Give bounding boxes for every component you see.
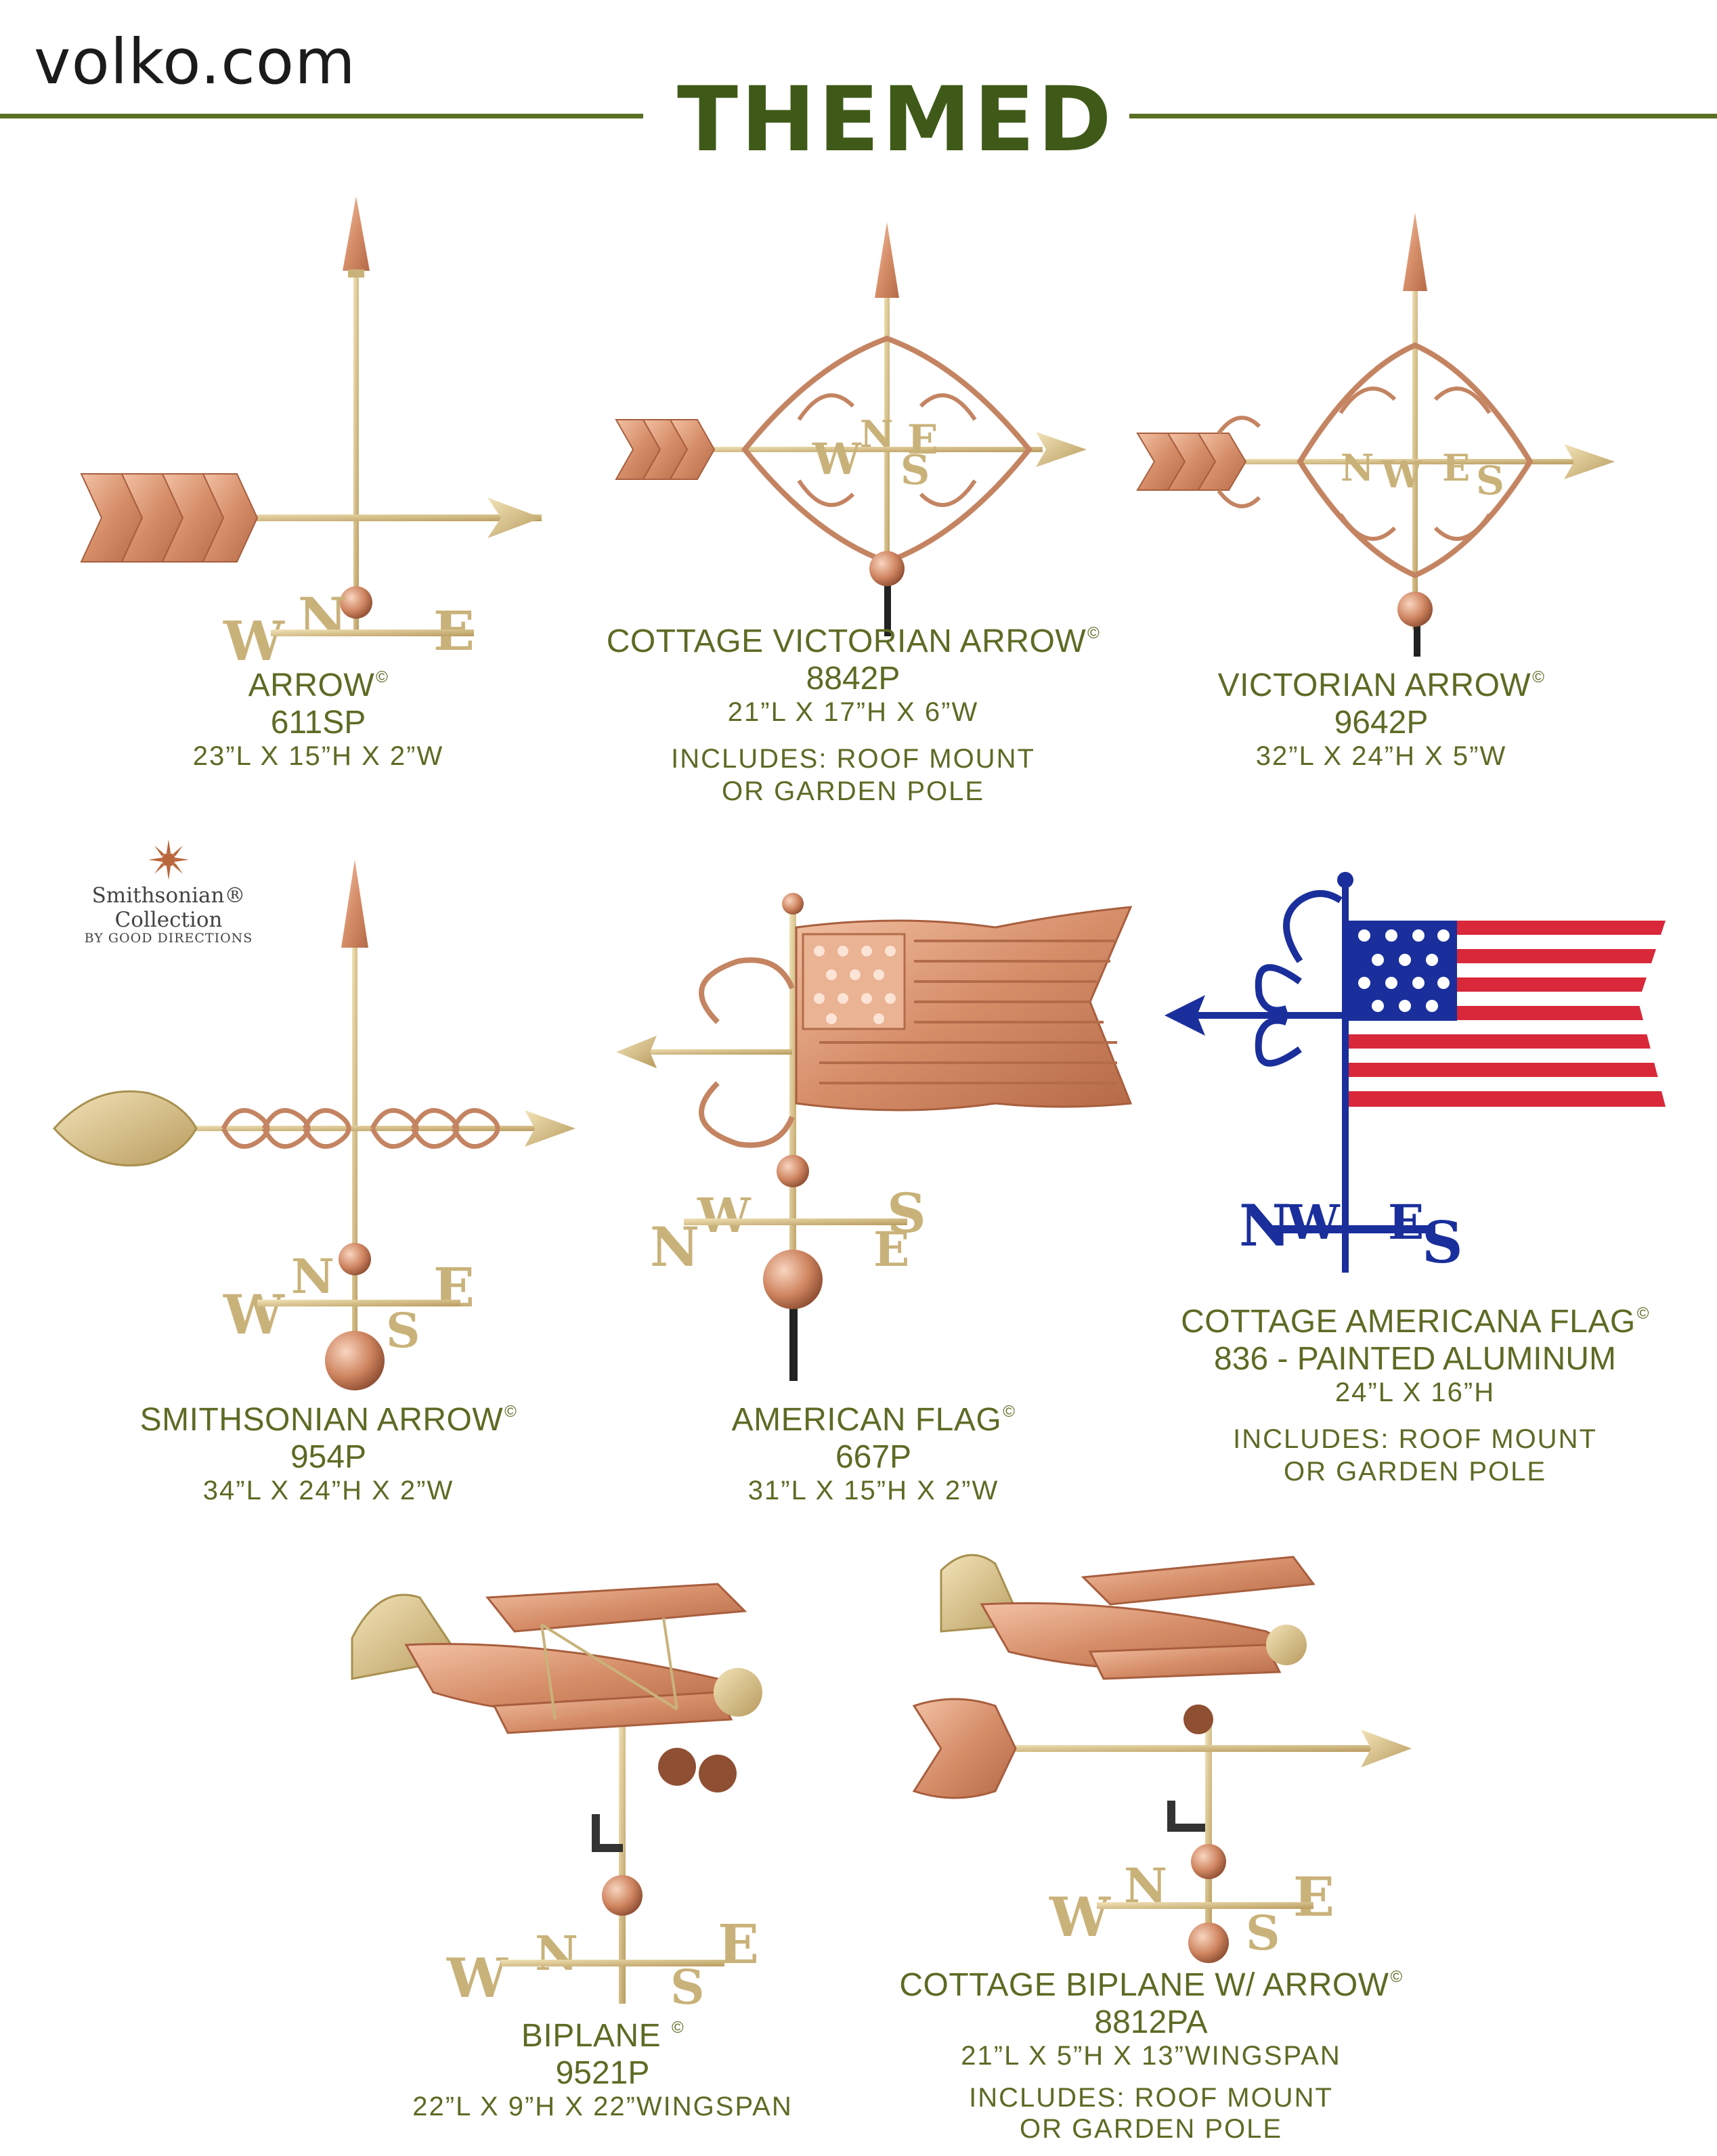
page-title: THEMED xyxy=(677,68,1114,172)
product-code: 836 - PAINTED ALUMINUM xyxy=(1214,1341,1616,1377)
svg-text:E: E xyxy=(1442,446,1470,489)
product-dimensions: 21”L X 5”H X 13”WINGSPAN xyxy=(961,2041,1341,2071)
svg-text:S: S xyxy=(670,1959,705,2015)
svg-text:E: E xyxy=(433,1256,475,1319)
product-name: COTTAGE BIPLANE W/ ARROW© xyxy=(899,1967,1403,2003)
svg-text:S: S xyxy=(386,1302,420,1359)
product-caption-american-flag: AMERICAN FLAG© 667P 31”L X 15”H X 2”W xyxy=(670,1401,1077,1506)
svg-text:N: N xyxy=(291,1248,334,1304)
svg-text:E: E xyxy=(1293,1865,1334,1929)
product-caption-smithsonian-arrow: SMITHSONIAN ARROW© 954P 34”L X 24”H X 2”… xyxy=(108,1401,548,1506)
product-code: 8842P xyxy=(806,661,900,697)
svg-text:N: N xyxy=(1341,446,1374,489)
product-caption-biplane: BIPLANE © 9521P 22”L X 9”H X 22”WINGSPAN xyxy=(366,2017,840,2122)
svg-text:N: N xyxy=(535,1925,578,1981)
svg-text:W: W xyxy=(223,609,285,673)
product-name: BIPLANE © xyxy=(521,2018,684,2054)
svg-text:N: N xyxy=(650,1215,699,1279)
svg-text:N: N xyxy=(298,586,347,649)
svg-text:W: W xyxy=(1049,1885,1111,1949)
header-rule-right xyxy=(1129,114,1717,118)
site-url[interactable]: volko.com xyxy=(34,26,356,98)
smithsonian-arrow-image: W N E S xyxy=(52,860,575,1390)
svg-text:E: E xyxy=(907,416,938,464)
sun-icon xyxy=(148,839,189,880)
svg-text:S: S xyxy=(1246,1905,1280,1961)
svg-text:E: E xyxy=(718,1912,759,1976)
product-caption-cottage-victorian-arrow: COTTAGE VICTORIAN ARROW© 8842P 21”L X 17… xyxy=(582,623,1124,808)
product-dimensions: 34”L X 24”H X 2”W xyxy=(202,1476,454,1505)
smithsonian-collection-logo: Smithsonian® Collection BY GOOD DIRECTIO… xyxy=(57,839,280,946)
svg-text:W: W xyxy=(1286,1194,1341,1250)
header-rule-left xyxy=(0,114,643,118)
svg-text:S: S xyxy=(900,447,930,494)
product-name: ARROW© xyxy=(248,667,389,703)
product-caption-cottage-biplane-arrow: COTTAGE BIPLANE W/ ARROW© 8812PA 21”L X … xyxy=(880,1966,1422,2144)
product-caption-cottage-americana-flag: COTTAGE AMERICANA FLAG© 836 - PAINTED AL… xyxy=(1151,1303,1679,1488)
product-caption-victorian-arrow: VICTORIAN ARROW© 9642P 32”L X 24”H X 5”W xyxy=(1151,667,1611,772)
american-flag-weathervane-image: N W E S xyxy=(616,893,1133,1381)
logo-line1: Smithsonian® Collection xyxy=(91,883,246,932)
svg-text:W: W xyxy=(446,1946,508,2010)
arrow-weathervane-image: W N E xyxy=(80,196,542,673)
svg-text:S: S xyxy=(887,1181,926,1245)
svg-text:W: W xyxy=(697,1187,752,1244)
product-code: 954P xyxy=(290,1439,367,1475)
victorian-arrow-image: N W E S xyxy=(1136,213,1615,657)
product-code: 9521P xyxy=(555,2055,650,2091)
cottage-americana-flag-image: N W E S xyxy=(1165,872,1666,1276)
svg-text:N: N xyxy=(860,412,893,456)
biplane-weathervane-image: W N E S xyxy=(351,1583,762,2015)
product-code: 667P xyxy=(835,1439,912,1475)
product-caption-arrow: ARROW© 611SP 23”L X 15”H X 2”W xyxy=(149,667,487,772)
cottage-biplane-arrow-image: W N E S xyxy=(912,1554,1412,1963)
product-dimensions: 22”L X 9”H X 22”WINGSPAN xyxy=(412,2092,793,2121)
product-name: COTTAGE AMERICANA FLAG© xyxy=(1181,1304,1649,1340)
logo-line2: BY GOOD DIRECTIONS xyxy=(84,931,253,946)
svg-text:W: W xyxy=(1381,453,1423,496)
product-dimensions: 21”L X 17”H X 6”W xyxy=(727,697,979,727)
product-name: COTTAGE VICTORIAN ARROW© xyxy=(606,623,1100,659)
product-name: AMERICAN FLAG© xyxy=(731,1402,1016,1438)
product-dimensions: 23”L X 15”H X 2”W xyxy=(192,741,444,771)
svg-text:W: W xyxy=(812,434,862,485)
product-name: VICTORIAN ARROW© xyxy=(1217,667,1545,703)
svg-text:E: E xyxy=(873,1221,909,1277)
product-code: 611SP xyxy=(270,705,366,741)
svg-text:S: S xyxy=(1422,1209,1463,1276)
product-dimensions: 31”L X 15”H X 2”W xyxy=(747,1476,999,1505)
cottage-victorian-arrow-image: W N E S xyxy=(615,222,1087,636)
svg-text:S: S xyxy=(1476,458,1504,504)
product-code: 8812PA xyxy=(1094,2004,1208,2040)
product-name: SMITHSONIAN ARROW© xyxy=(139,1402,517,1438)
svg-text:W: W xyxy=(223,1283,285,1346)
product-code: 9642P xyxy=(1334,705,1429,741)
svg-text:E: E xyxy=(1388,1194,1424,1250)
product-dimensions: 32”L X 24”H X 5”W xyxy=(1255,741,1507,771)
product-dimensions: 24”L X 16”H xyxy=(1334,1378,1496,1407)
